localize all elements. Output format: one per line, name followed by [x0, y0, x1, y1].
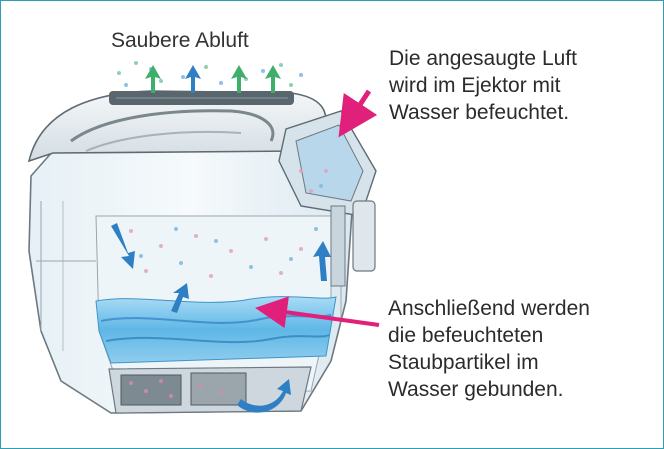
water-tank	[95, 296, 337, 364]
water-note-line: die befeuchteten	[388, 324, 544, 347]
pink-arrow-water	[255, 296, 380, 329]
clean-exhaust-label: Saubere Abluft	[111, 29, 249, 52]
ejector-note-line: Wasser befeuchtet.	[389, 101, 570, 124]
water-binding-note: Anschließend werden die befeuchteten Sta…	[388, 295, 590, 403]
water-note-line: Anschließend werden	[388, 297, 590, 320]
airflow-arrows	[111, 223, 331, 413]
ejector-note-line: Die angesaugte Luft	[389, 47, 577, 70]
ejector-note-line: wird im Ejektor mit	[389, 74, 561, 97]
bottom-filter	[108, 366, 312, 414]
clean-air-arrows	[145, 65, 281, 93]
dust-particles	[129, 169, 328, 278]
water-note-line: Staubpartikel im	[388, 351, 539, 374]
water-note-line: Wasser gebunden.	[388, 378, 564, 401]
ejector-note: Die angesaugte Luft wird im Ejektor mit …	[389, 45, 577, 126]
pink-arrow-ejector	[338, 89, 378, 138]
